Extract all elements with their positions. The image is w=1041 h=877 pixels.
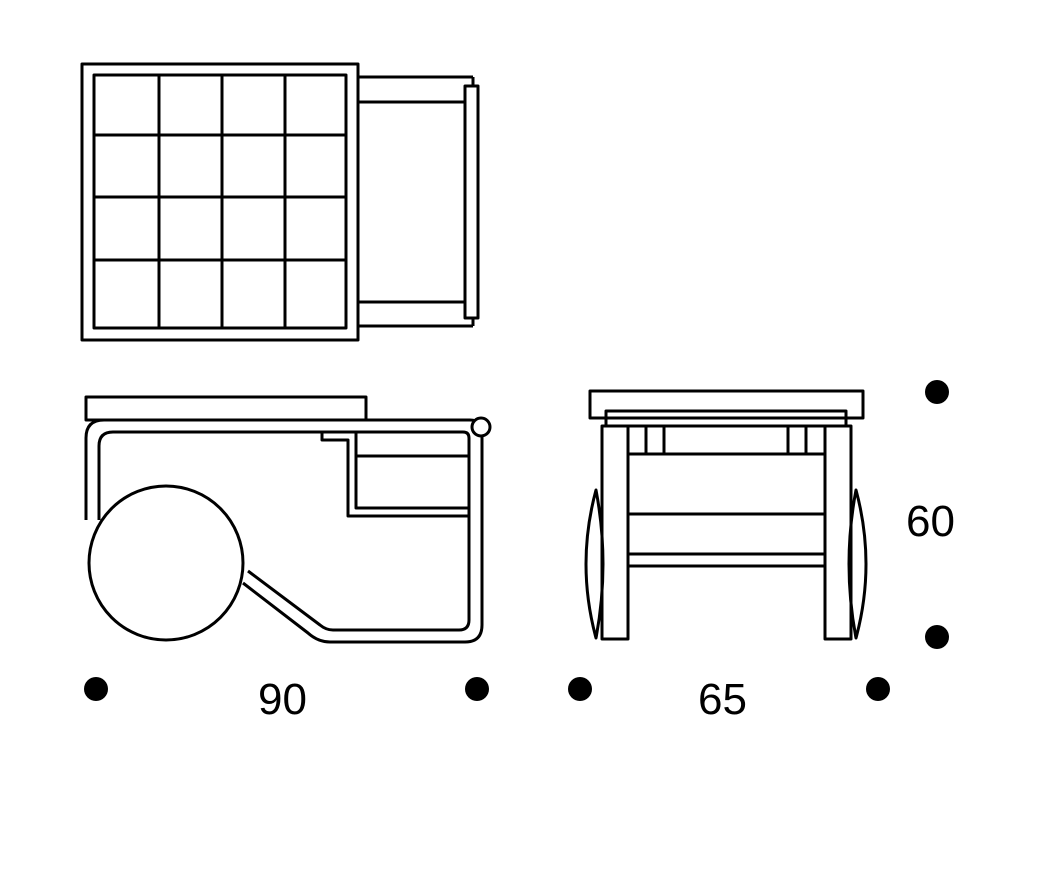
front-view-leg-right [823, 424, 853, 641]
front-view-bracket [786, 424, 808, 456]
height-dot-bottom [925, 625, 949, 649]
front-view-tray-lip [604, 409, 848, 428]
side-view-tray [84, 395, 368, 422]
side-view-frame-outer [84, 418, 484, 644]
front-view [584, 389, 868, 641]
side-view [84, 395, 492, 644]
height-dot-top [925, 380, 949, 404]
top-view-handle [463, 84, 480, 320]
side-view-wheel [87, 484, 245, 642]
depth-dot-right [866, 677, 890, 701]
width-dot-left [84, 677, 108, 701]
top-view-tray-inner [92, 73, 348, 330]
front-view-bracket [644, 424, 666, 456]
width-dimension-label: 90 [258, 675, 307, 724]
top-view-tray-outer [80, 62, 360, 342]
front-view-tray [588, 389, 865, 420]
depth-dimension-label: 65 [698, 675, 747, 724]
front-view-leg-left [600, 424, 630, 641]
side-view-handle-knob [470, 416, 492, 438]
side-view-frame-inner [97, 430, 471, 632]
top-view [80, 62, 480, 342]
dimension-markers [84, 380, 949, 701]
front-view-wheel-left [584, 488, 605, 640]
depth-dot-left [568, 677, 592, 701]
side-view-shelf [320, 432, 469, 518]
front-view-wheel-right [847, 488, 868, 640]
height-dimension-label: 60 [906, 497, 955, 546]
width-dot-right [465, 677, 489, 701]
side-view-shelf-inner [354, 432, 469, 510]
